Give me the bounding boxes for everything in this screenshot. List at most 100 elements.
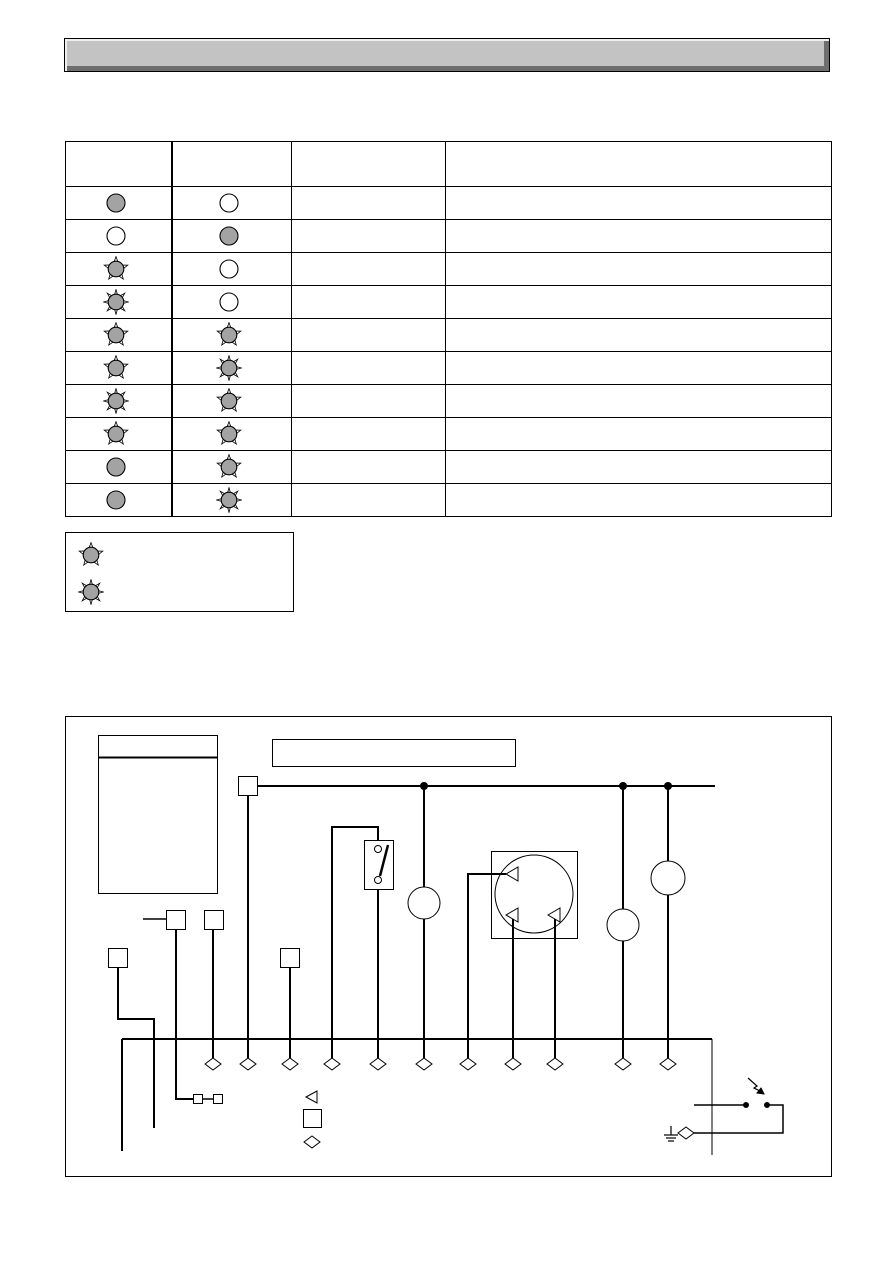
- led-body: [218, 292, 239, 312]
- indicator-2-cell: [171, 252, 292, 286]
- table-cell: [291, 417, 446, 451]
- led-body: [106, 226, 126, 246]
- wire: [175, 929, 193, 1100]
- led-body: [107, 326, 125, 344]
- led-fast-flash-icon: [103, 388, 129, 414]
- component-key-box: [98, 735, 218, 894]
- wire: [467, 873, 506, 1058]
- fuse-end: [193, 1094, 203, 1104]
- table-header: [65, 141, 832, 187]
- led-body: [220, 491, 237, 509]
- table-cell: [445, 186, 832, 220]
- table-cell: [291, 186, 446, 220]
- led-slow-flash-icon: [215, 454, 242, 478]
- table-cell: [445, 384, 832, 418]
- circular-component: [606, 908, 640, 942]
- switch-contact: [374, 845, 382, 853]
- connector-terminal: [204, 1057, 222, 1071]
- circular-component: [650, 860, 686, 896]
- indicator-1-cell: [65, 483, 173, 517]
- indicator-2-cell: [171, 186, 292, 220]
- table-cell: [291, 384, 446, 418]
- led-slow-flash-icon: [78, 542, 104, 566]
- section-header-bar: [64, 38, 830, 72]
- led-body: [107, 293, 125, 311]
- indicator-2-cell: [171, 417, 292, 451]
- wiring-diagram: [65, 716, 832, 1177]
- switch-symbol: [331, 826, 394, 1058]
- table-row: [65, 384, 832, 418]
- connector-terminal: [659, 1057, 677, 1071]
- diagram-frame: [65, 716, 832, 1177]
- supply-terminal: [238, 776, 258, 796]
- table-cell: [445, 450, 832, 484]
- wire: [331, 826, 379, 1058]
- led-fast-flash-icon: [103, 289, 129, 315]
- table-cell: [291, 219, 446, 253]
- indicator-1-cell: [65, 219, 173, 253]
- indicator-1-cell: [65, 186, 173, 220]
- led-body: [220, 359, 237, 377]
- table-cell: [291, 483, 446, 517]
- terminal-symbol-key: [303, 1135, 321, 1149]
- connector-terminal: [459, 1057, 477, 1071]
- led-fast-flash-icon: [78, 579, 104, 605]
- switch-lever: [378, 844, 390, 877]
- led-body: [106, 193, 126, 213]
- led-fast-flash-icon: [215, 487, 242, 513]
- led-body: [218, 193, 239, 213]
- motor-connector: [505, 907, 519, 923]
- table-cell: [291, 318, 446, 352]
- table-cell: [291, 285, 446, 319]
- switch-contact: [374, 876, 382, 884]
- table-cell: [445, 252, 832, 286]
- motor-connector: [505, 866, 519, 882]
- diagram-title-box: [272, 739, 516, 767]
- connector-terminal: [614, 1057, 632, 1071]
- fuse-symbol: [193, 1094, 223, 1104]
- contact-dot: [743, 1102, 749, 1108]
- led-body: [106, 457, 126, 477]
- indicator-1-cell: [65, 351, 173, 385]
- connector-terminal: [504, 1057, 522, 1071]
- indicator-1-cell: [65, 252, 173, 286]
- led-slow-flash-icon: [215, 322, 242, 346]
- led-slow-flash-icon: [215, 388, 242, 412]
- connector-terminal: [546, 1057, 564, 1071]
- table-header-row: [65, 141, 832, 187]
- indicator-1-cell: [65, 417, 173, 451]
- led-off-icon: [106, 226, 126, 246]
- led-legend-box: [65, 532, 294, 612]
- table-row: [65, 252, 832, 286]
- earth-icon: [664, 1126, 678, 1142]
- status-table-body: [65, 186, 832, 517]
- connector-terminals: [204, 1057, 677, 1071]
- circular-component: [407, 886, 441, 920]
- led-body: [107, 392, 125, 410]
- led-slow-flash-icon: [215, 421, 242, 445]
- table-cell: [291, 351, 446, 385]
- led-off-icon: [218, 193, 239, 213]
- connector-terminal: [415, 1057, 433, 1071]
- table-cell: [445, 417, 832, 451]
- earth-terminal: [677, 1126, 695, 1140]
- motor-connector: [547, 907, 561, 923]
- led-on-icon: [106, 490, 126, 510]
- table-row: [65, 483, 832, 517]
- led-status-table: [65, 141, 832, 517]
- connector-terminal: [323, 1057, 341, 1071]
- table-cell: [445, 285, 832, 319]
- table-cell: [445, 483, 832, 517]
- table-row: [65, 285, 832, 319]
- fuse-end: [213, 1094, 223, 1104]
- led-body: [218, 259, 239, 279]
- led-off-icon: [218, 259, 239, 279]
- motor-symbol: [467, 851, 578, 1058]
- spark-arrowhead: [756, 1087, 765, 1095]
- table-row: [65, 351, 832, 385]
- indicator-2-cell: [171, 285, 292, 319]
- led-body: [220, 392, 237, 410]
- plug-terminal: [108, 948, 128, 968]
- symbol-key: [303, 1090, 322, 1149]
- led-slow-flash-icon: [103, 256, 129, 280]
